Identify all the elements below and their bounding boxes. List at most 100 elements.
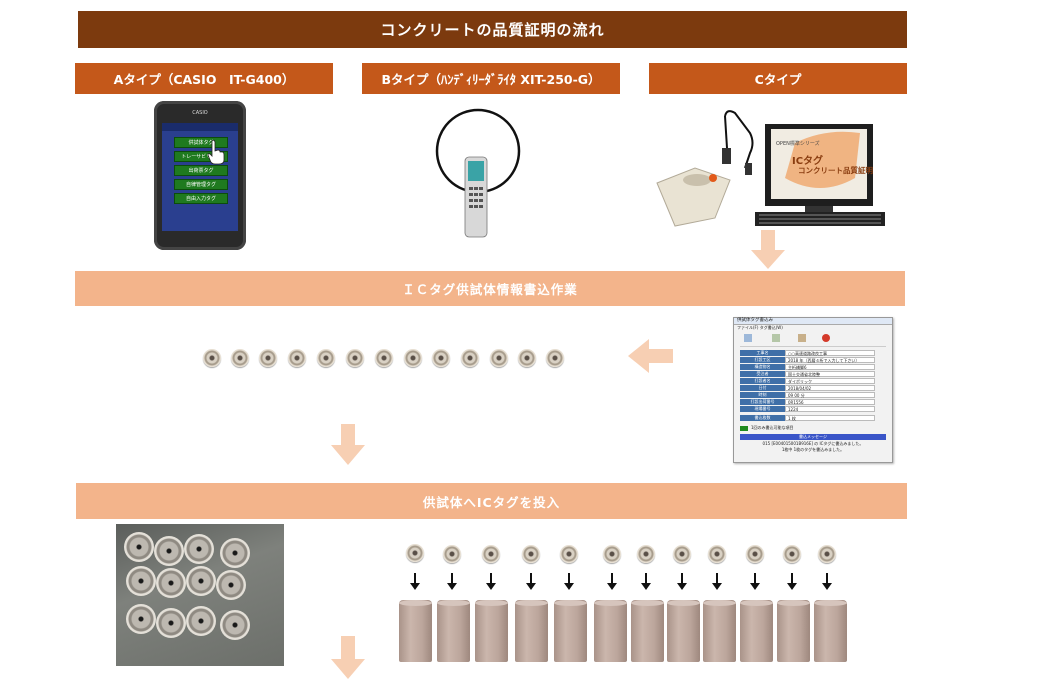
ic-tag-icon (317, 349, 335, 367)
field-label: 打設工区 (740, 357, 785, 363)
small-arrow-down-icon (607, 573, 617, 590)
field-value[interactable]: 主桁橋脚6 (785, 364, 875, 370)
ic-tag-icon (482, 545, 500, 563)
field-label: 打設者名 (740, 378, 785, 384)
field-value[interactable]: 2018 年（西暦４桁で入力して下さい） (785, 357, 875, 363)
ic-tag-icon (603, 545, 621, 563)
concrete-cylinder (631, 600, 664, 662)
ic-tag-icon (406, 544, 424, 562)
field-value[interactable]: 0R1556 (785, 399, 875, 405)
ic-tag-icon (259, 349, 277, 367)
stage-write-bar: ＩＣタグ供試体情報書込作業 (75, 271, 905, 306)
green-legend-icon (740, 425, 748, 431)
ic-tag-icon (708, 545, 726, 563)
concrete-cylinder (399, 600, 432, 662)
handy-reader-image (435, 108, 521, 238)
ic-tag-icon (404, 349, 422, 367)
concrete-cylinder (475, 600, 508, 662)
ic-tag-icon (461, 349, 479, 367)
ic-tag-icon (443, 545, 461, 563)
software-name-line1: ICタグ (792, 156, 824, 167)
concrete-cylinder (777, 600, 810, 662)
field-label: 構造物名 (740, 364, 785, 370)
phone-brand: CASIO (192, 110, 208, 116)
small-arrow-down-icon (712, 573, 722, 590)
toolbar-open-icon[interactable] (744, 334, 752, 342)
specimen-top (186, 606, 216, 636)
specimen-top (216, 570, 246, 600)
field-value[interactable]: 1224 (785, 406, 875, 412)
small-arrow-down-icon (486, 573, 496, 590)
concrete-cylinder (437, 600, 470, 662)
toolbar-save-icon[interactable] (772, 334, 780, 342)
specimen-top (126, 566, 156, 596)
specimen-top (186, 566, 216, 596)
window-menubar: ファイル(F) タグ書込(W) (737, 325, 783, 330)
field-label: 受注者 (740, 371, 785, 377)
field-value[interactable]: 国土交通省北陸整 (785, 371, 875, 377)
small-arrow-down-icon (822, 573, 832, 590)
small-arrow-down-icon (787, 573, 797, 590)
log-area: 015 [E004015001B916E] の ICタグに書込みました。 1枚中… (740, 441, 886, 453)
log-line: 015 [E004015001B916E] の ICタグに書込みました。 (762, 441, 864, 446)
ic-tag-icon (203, 349, 221, 367)
specimen-top (220, 538, 250, 568)
specimen-top (156, 608, 186, 638)
ic-tag-icon (288, 349, 306, 367)
arrow-down-icon (331, 636, 365, 679)
concrete-cylinder (814, 600, 847, 662)
log-line: 1枚中 1枚のタグを書込みました。 (781, 447, 845, 452)
ic-tag-icon (818, 545, 836, 563)
casio-handheld-image: CASIO 供試体タグ トレーサビリティ 出荷票タグ 自律管理タグ 自由入力タグ (154, 101, 246, 250)
specimen-top (156, 568, 186, 598)
phone-menu-item: トレーサビリティ (174, 151, 228, 162)
field-label: 打設出荷番号 (740, 399, 785, 405)
pc-reader-setup-image (656, 110, 885, 227)
small-arrow-down-icon (750, 573, 760, 590)
stage-insert-bar: 供試体へICタグを投入 (76, 483, 907, 519)
small-arrow-down-icon (410, 573, 420, 590)
field-value[interactable]: 09 00 分 (785, 392, 875, 398)
software-name-line2: コンクリート品質証明 (798, 166, 873, 175)
toolbar-stop-icon[interactable] (822, 334, 830, 342)
phone-menu-item: 自律管理タグ (174, 179, 228, 190)
small-arrow-down-icon (564, 573, 574, 590)
concrete-cylinder (740, 600, 773, 662)
log-header: 書込メッセージ (740, 434, 886, 440)
field-value[interactable]: ダイボリック (785, 378, 875, 384)
ic-tag-icon (673, 545, 691, 563)
ic-tag-icon (346, 349, 364, 367)
specimen-top (184, 534, 214, 564)
software-series: OPEN標準シリーズ (776, 141, 820, 147)
type-c-header: Cタイプ (649, 63, 907, 94)
concrete-cylinder (703, 600, 736, 662)
page-title: コンクリートの品質証明の流れ (78, 11, 907, 48)
ic-tag-icon (375, 349, 393, 367)
field-label: 現場番号 (740, 406, 785, 412)
toolbar-print-icon[interactable] (798, 334, 806, 342)
type-b-header: Bタイプ（ﾊﾝﾃﾞｨﾘｰﾀﾞﾗｲﾀ XIT-250-G） (362, 63, 620, 94)
specimen-top (126, 604, 156, 634)
ic-tag-icon (231, 349, 249, 367)
field-value[interactable]: 1 枚 (785, 415, 875, 421)
field-label: 書込枚数 (740, 415, 785, 421)
small-arrow-down-icon (641, 573, 651, 590)
field-label: 工事名 (740, 350, 785, 356)
field-value[interactable]: 2018/04/02 (785, 385, 875, 391)
small-arrow-down-icon (526, 573, 536, 590)
ic-tag-icon (518, 349, 536, 367)
type-a-header: Aタイプ（CASIO IT-G400） (75, 63, 333, 94)
concrete-cylinder (667, 600, 700, 662)
hand-pointer-icon (207, 139, 225, 165)
field-value[interactable]: ○○高速道路改良工事 (785, 350, 875, 356)
phone-menu-item: 自由入力タグ (174, 193, 228, 204)
ic-tag-icon (546, 349, 564, 367)
ic-tag-icon (560, 545, 578, 563)
specimen-photo (116, 524, 284, 666)
window-title: 供試体タグ書込み (734, 318, 892, 325)
ic-tag-icon (522, 545, 540, 563)
arrow-down-icon (331, 424, 365, 465)
specimen-top (124, 532, 154, 562)
concrete-cylinder (515, 600, 548, 662)
phone-menu-item: 供試体タグ (174, 137, 228, 148)
